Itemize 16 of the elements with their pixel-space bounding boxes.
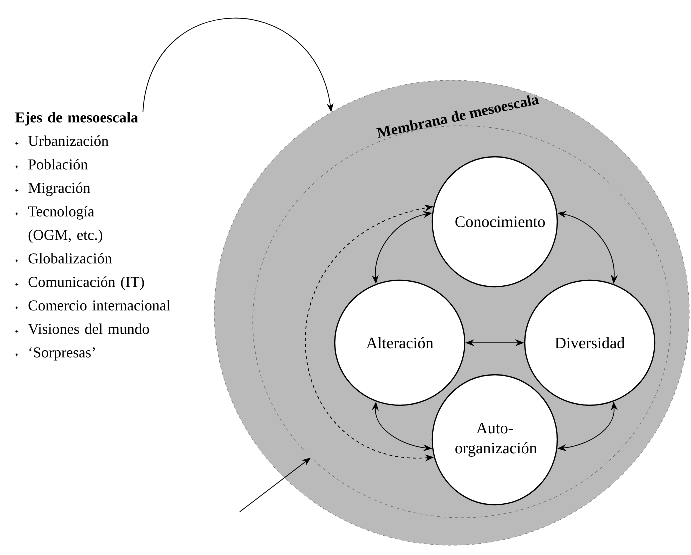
bubble: Diversidad [524,280,656,406]
list-heading: Ejes de mesoescala [15,112,138,126]
bubble: Alteración [334,280,466,406]
arrow [142,18,334,112]
list-item: Comunicación (IT) [15,276,144,290]
list-item: Población [15,159,88,170]
bubble: Auto-organización [432,374,558,506]
list-item: Urbanización [15,136,109,146]
list-item: ‘Sorpresas’ [15,348,96,361]
list-item: Globalización [15,253,112,264]
list-item: Migración [15,182,90,196]
list-item: Comercio internacional [15,300,170,311]
list-item: Tecnología (OGM, etc.) [15,206,102,244]
bubble: Conocimiento [432,156,558,288]
list-item: Visiones del mundo [15,324,150,334]
membrane-label: Membrana de mesoescala [376,95,540,138]
